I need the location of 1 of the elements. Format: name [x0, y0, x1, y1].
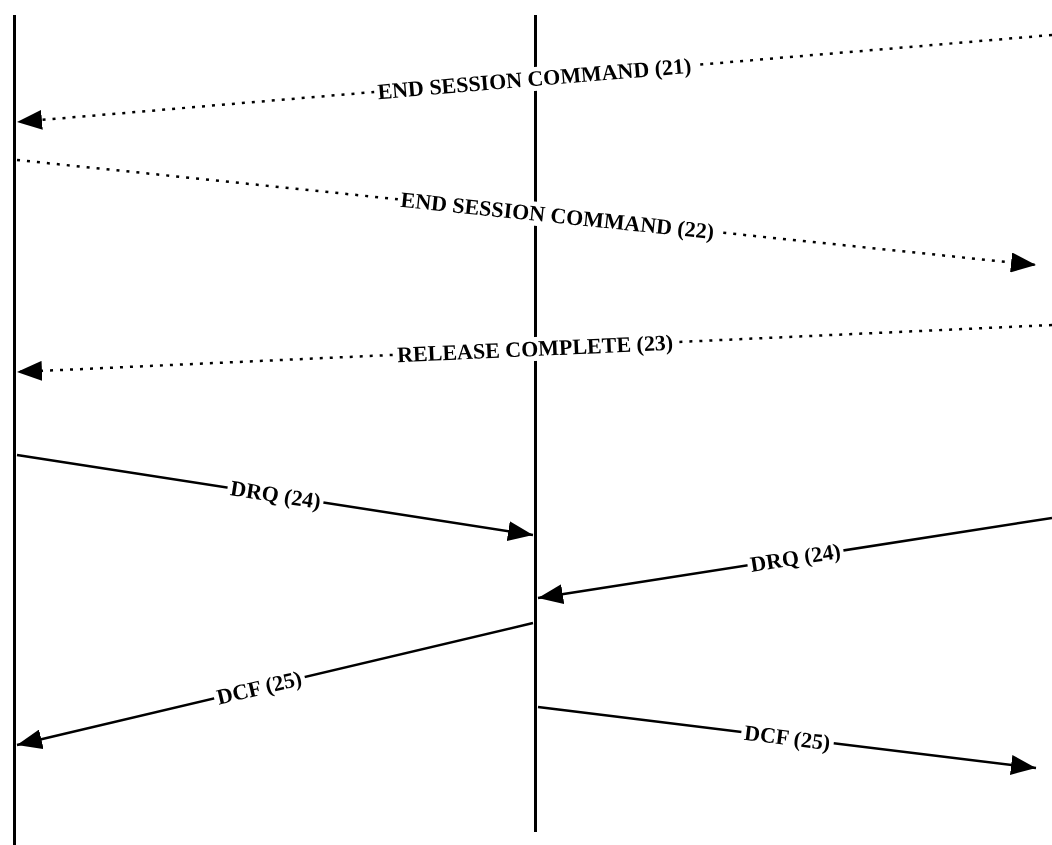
lifeline [13, 15, 16, 845]
